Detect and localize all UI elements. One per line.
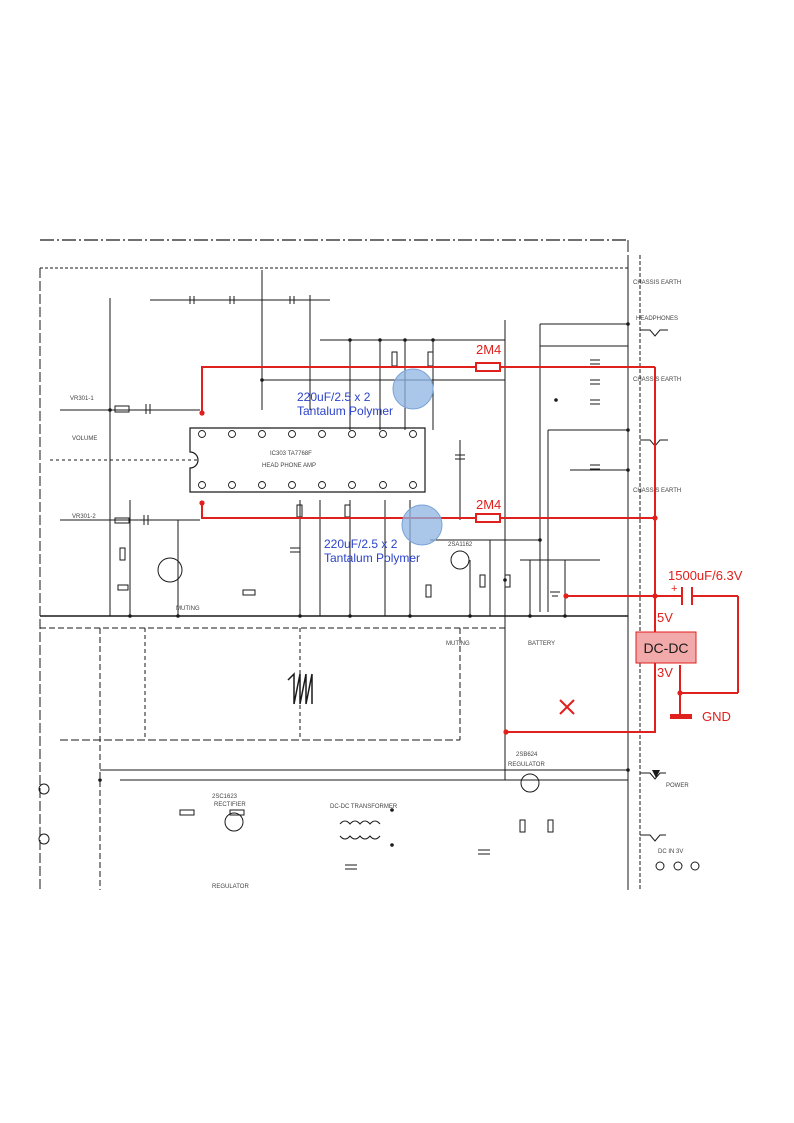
ground-symbol: [670, 714, 692, 719]
bulk-cap-label: 1500uF/6.3V: [668, 568, 743, 583]
vr301b-label: VR301-2: [72, 514, 96, 520]
resistor-top-label: 2M4: [476, 342, 501, 357]
ic-label: IC303 TA7768F: [270, 451, 312, 457]
schematic-text: IC303 TA7768F HEAD PHONE AMP VR301-1 VOL…: [70, 280, 689, 890]
transformer-label: DC-DC TRANSFORMER: [330, 804, 398, 810]
cap-note-bottom-line1: 220uF/2.5 x 2: [324, 537, 398, 551]
dc-in-label: DC IN 3V: [658, 849, 683, 855]
bulk-cap-polarity: +: [671, 583, 677, 595]
battery-label: BATTERY: [528, 641, 555, 647]
overlay-junctions: [199, 410, 683, 735]
ground-label: GND: [702, 709, 731, 724]
volume-label: VOLUME: [72, 436, 97, 442]
v-out-label: 3V: [657, 665, 673, 680]
resistor-bottom: [475, 513, 501, 523]
chassis-earth-2-label: CHASSIS EARTH: [633, 377, 681, 383]
headphones-label: HEADPHONES: [636, 316, 678, 322]
regulator2-label: REGULATOR: [212, 884, 249, 890]
bottom-wire: [201, 503, 476, 519]
rectifier-label: RECTIFIER: [214, 802, 246, 808]
cap-note-top-line1: 220uF/2.5 x 2: [297, 390, 371, 404]
q701-label: 2SC1623: [212, 794, 238, 800]
regulator-label: REGULATOR: [508, 762, 545, 768]
dcdc-converter-box: [635, 631, 697, 664]
vr301-label: VR301-1: [70, 396, 94, 402]
modification-overlay: [201, 362, 739, 733]
cap-note-bottom-line2: Tantalum Polymer: [324, 551, 420, 565]
chassis-earth-1-label: CHASSIS EARTH: [633, 280, 681, 286]
muting2-label: MUTING: [446, 641, 470, 647]
chassis-earth-3-label: CHASSIS EARTH: [633, 488, 681, 494]
ic-sublabel: HEAD PHONE AMP: [262, 463, 316, 469]
cap-highlight-bottom: [401, 504, 443, 546]
power-label: POWER: [666, 783, 689, 789]
schematic-background: [38, 239, 700, 890]
dcdc-label: DC-DC: [643, 640, 688, 656]
muting-label: MUTING: [176, 606, 200, 612]
cap-note-top-line2: Tantalum Polymer: [297, 404, 393, 418]
resistor-bottom-label: 2M4: [476, 497, 501, 512]
q302-label: 2SB624: [516, 752, 538, 758]
top-wire: [201, 366, 476, 413]
v-in-label: 5V: [657, 610, 673, 625]
cap-highlight-top: [392, 368, 434, 410]
resistor-top: [475, 362, 501, 372]
q301-label: 2SA1162: [448, 542, 473, 548]
